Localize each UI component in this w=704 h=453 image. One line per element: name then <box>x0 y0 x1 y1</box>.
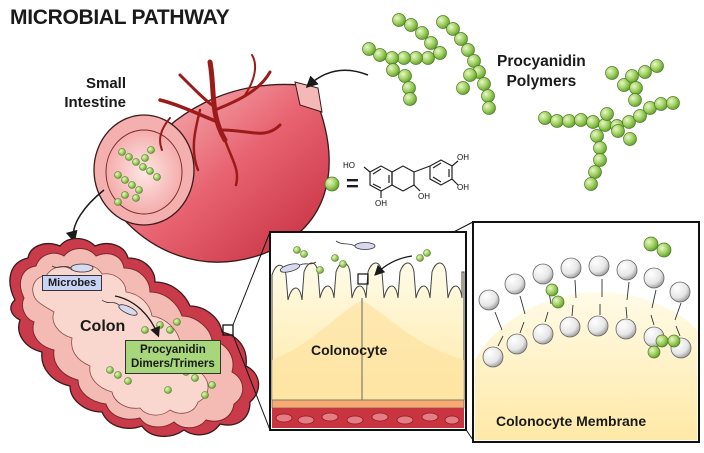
arrow-to-membrane <box>374 255 413 276</box>
panel-monomers <box>293 246 431 274</box>
colonocyte-panel <box>269 231 467 431</box>
monomer-legend-bead <box>324 176 340 192</box>
oh-label-4: OH <box>457 153 469 162</box>
inner-leaflet-heads <box>482 315 692 368</box>
membrane-monomers <box>545 236 681 359</box>
oh-label-3: OH <box>418 192 430 201</box>
procyanidin-polymers <box>362 13 680 191</box>
colon-microbes <box>51 263 138 316</box>
outer-leaflet-heads <box>478 255 691 311</box>
zoom-box-colon <box>222 324 234 336</box>
small-intestine <box>93 54 330 263</box>
diagram-title: MICROBIAL PATHWAY <box>10 6 230 29</box>
zoom-box-membrane <box>357 273 369 285</box>
small-intestine-label: Small Intestine <box>60 74 126 112</box>
arrow-polymers-to-intestine <box>305 69 369 89</box>
small-intestine-label-line1: Small <box>86 75 127 92</box>
membrane-panel <box>472 221 700 443</box>
microbes-label: Microbes <box>42 275 103 291</box>
arrow-intestine-to-colon <box>65 189 105 243</box>
panel-microbes <box>279 240 376 273</box>
dimers-label-line2: Dimers/Trimers <box>131 358 215 370</box>
polymers-label-line2: Polymers <box>506 73 577 90</box>
colon-monomers <box>106 318 216 399</box>
arrow-microbes-to-dimers <box>114 295 160 338</box>
bilayer-tails <box>494 279 682 347</box>
equals-sign: = <box>346 171 359 196</box>
catechin-structure <box>363 159 459 198</box>
colonocyte-label: Colonocyte <box>311 342 388 358</box>
polymers-label: Procyanidin Polymers <box>497 52 586 92</box>
blood-vessels <box>158 54 282 187</box>
oh-label-2: OH <box>375 199 387 208</box>
red-blood-cells <box>275 412 460 425</box>
colon-label: Colon <box>80 318 126 335</box>
polymers-label-line1: Procyanidin <box>497 53 586 70</box>
dimers-trimers-label: Procyanidin Dimers/Trimers <box>125 340 221 374</box>
oh-label-1: HO <box>343 161 355 170</box>
lumen-polymers <box>114 146 161 206</box>
dimers-label-line1: Procyanidin <box>139 344 206 356</box>
molecule-atom-labels: HO OH OH OH OH <box>343 153 469 208</box>
small-intestine-label-line2: Intestine <box>64 94 127 111</box>
colon <box>9 237 260 437</box>
colonocyte-membrane-label: Colonocyte Membrane <box>496 413 647 429</box>
oh-label-5: OH <box>457 183 469 192</box>
